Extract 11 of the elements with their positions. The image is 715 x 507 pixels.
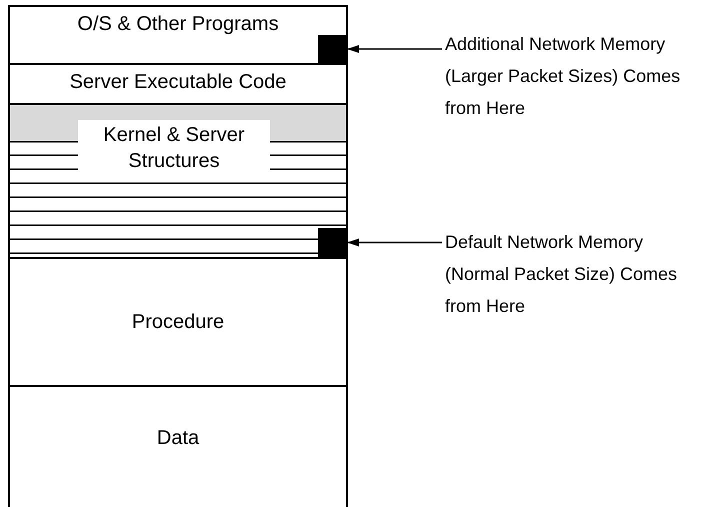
- annotation-text: Additional Network Memory (Larger Packet Sizes) Comes from Here: [445, 28, 695, 124]
- annotation-text: Default Network Memory (Normal Packet Size) Comes from Here: [445, 226, 695, 322]
- region-label: Server Executable Code: [68, 71, 288, 94]
- arrow: [347, 238, 442, 246]
- memory-block: [318, 228, 346, 257]
- region-label: O/S & Other Programs: [76, 13, 280, 36]
- arrow: [347, 45, 442, 53]
- region-label: Data: [156, 427, 200, 450]
- region-label: Procedure: [130, 311, 226, 334]
- memory-block: [318, 35, 346, 63]
- memory-region: [10, 105, 346, 259]
